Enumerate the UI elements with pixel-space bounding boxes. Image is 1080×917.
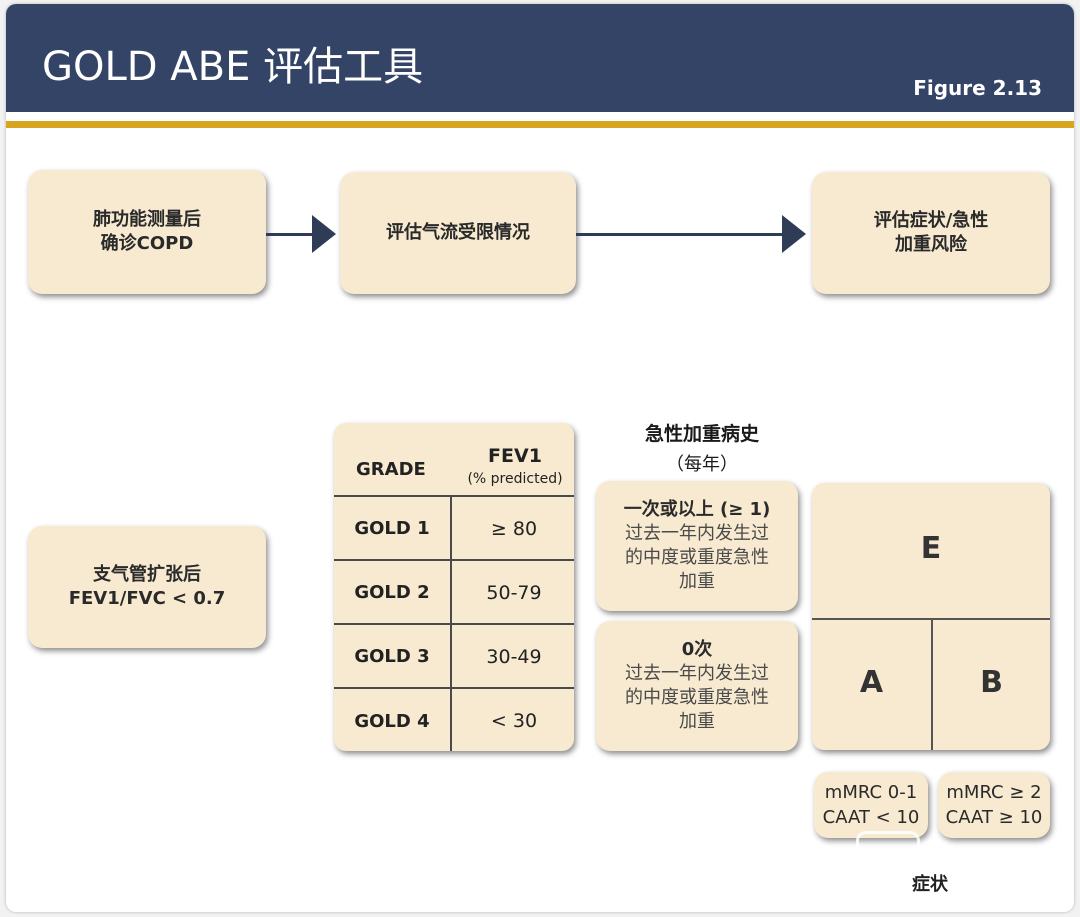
exacerbation-low-box: 0次 过去一年内发生过 的中度或重度急性 加重 [596, 621, 798, 751]
figure-label: Figure 2.13 [913, 76, 1042, 100]
group-a-label: A [859, 665, 884, 700]
exacerbation-low-desc: 过去一年内发生过 的中度或重度急性 加重 [625, 663, 769, 732]
symptoms-low-label: mMRC 0-1 CAAT < 10 [822, 782, 920, 828]
watermark-logo-icon: ✎ [856, 831, 920, 895]
watermark: ✎ 医咖会 [856, 828, 1056, 898]
table-row: GOLD 1 ≥ 80 [334, 495, 574, 560]
symptoms-axis-label: 症状 [912, 874, 948, 895]
flow-step-risk: 评估症状/急性 加重风险 [812, 172, 1050, 294]
matrix-vertical-divider [931, 619, 933, 750]
grade-cell: GOLD 3 [354, 646, 430, 667]
gold-grade-table: GRADE FEV1 (% predicted) GOLD 1 ≥ 80 GOL… [334, 423, 574, 751]
slide: GOLD ABE 评估工具 Figure 2.13 肺功能测量后 确诊COPD … [6, 4, 1074, 912]
spirometry-criterion-label: 支气管扩张后 FEV1/FVC < 0.7 [68, 564, 226, 609]
symptoms-low-box: mMRC 0-1 CAAT < 10 [814, 772, 928, 838]
table-row: GOLD 2 50-79 [334, 559, 574, 624]
flow-step-airflow-label: 评估气流受限情况 [386, 222, 530, 243]
header-bar: GOLD ABE 评估工具 Figure 2.13 [6, 4, 1074, 112]
exacerbation-history-heading: 急性加重病史 （每年） [606, 419, 798, 476]
flow-arrow-2-line [576, 233, 786, 236]
grade-column-header: GRADE [356, 459, 426, 480]
exacerbation-high-desc: 过去一年内发生过 的中度或重度急性 加重 [625, 523, 769, 592]
accent-divider [6, 121, 1074, 128]
exacerbation-history-title: 急性加重病史 [644, 423, 759, 445]
group-e-label: E [920, 531, 942, 566]
fev1-column-header: FEV1 (% predicted) [462, 445, 568, 487]
flow-step-diagnosis: 肺功能测量后 确诊COPD [28, 170, 266, 294]
grade-cell: GOLD 4 [354, 710, 430, 732]
fev1-header-sub: (% predicted) [467, 471, 563, 487]
flow-step-risk-label: 评估症状/急性 加重风险 [873, 210, 989, 255]
flow-arrow-1-line [266, 233, 316, 236]
fev1-cell: ≥ 80 [450, 497, 574, 560]
exacerbation-high-box: 一次或以上 (≥ 1) 过去一年内发生过 的中度或重度急性 加重 [596, 481, 798, 611]
fev1-cell: 50-79 [450, 561, 574, 624]
flow-arrow-2-head [782, 215, 806, 253]
fev1-cell: 30-49 [450, 625, 574, 688]
flow-step-airflow: 评估气流受限情况 [340, 172, 576, 294]
exacerbation-history-subtitle: （每年） [666, 454, 738, 475]
page-title: GOLD ABE 评估工具 [42, 44, 424, 90]
fev1-cell: < 30 [450, 689, 574, 751]
table-row: GOLD 3 30-49 [334, 623, 574, 688]
exacerbation-high-heading: 一次或以上 (≥ 1) [623, 499, 771, 520]
group-b-label: B [980, 665, 1003, 700]
watermark-text: 医咖会 [930, 846, 1032, 887]
spirometry-criterion-box: 支气管扩张后 FEV1/FVC < 0.7 [28, 526, 266, 648]
grade-cell: GOLD 1 [354, 518, 430, 539]
fev1-header-label: FEV1 [488, 445, 542, 467]
flow-step-diagnosis-label: 肺功能测量后 确诊COPD [93, 209, 201, 254]
symptoms-high-label: mMRC ≥ 2 CAAT ≥ 10 [945, 782, 1043, 828]
abe-matrix: E A B [812, 483, 1050, 750]
symptoms-high-box: mMRC ≥ 2 CAAT ≥ 10 [938, 772, 1050, 838]
flow-arrow-1-head [312, 215, 336, 253]
table-row: GOLD 4 < 30 [334, 687, 574, 751]
grade-cell: GOLD 2 [354, 582, 430, 603]
exacerbation-low-heading: 0次 [681, 639, 713, 660]
